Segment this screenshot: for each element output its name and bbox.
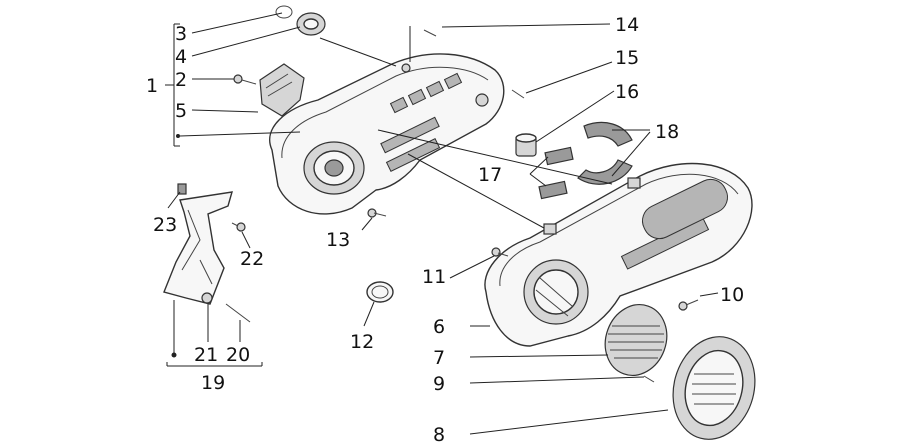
screw-14 [423, 29, 437, 37]
callout-14: 14 [615, 14, 639, 36]
shoes [577, 121, 633, 185]
callout-12: 12 [350, 331, 374, 353]
inner-cover [269, 53, 505, 215]
screw-15 [511, 89, 525, 99]
callout-19: 19 [201, 372, 225, 394]
bushing [515, 133, 537, 157]
callout-10: 10 [720, 284, 744, 306]
bracket [259, 63, 305, 117]
callout-11: 11 [422, 266, 446, 288]
callout-9: 9 [433, 373, 445, 395]
callout-numbers: 1 2 3 4 5 6 7 8 9 10 11 12 13 14 15 16 1… [146, 14, 744, 444]
screw-2 [233, 74, 257, 85]
screw-9 [643, 375, 655, 383]
cap [672, 336, 756, 440]
callout-4: 4 [175, 46, 187, 68]
support-bracket [163, 183, 251, 323]
callout-1: 1 [146, 75, 158, 97]
outer-cover [484, 162, 753, 347]
group-dot-19 [171, 352, 177, 358]
grille [604, 304, 668, 376]
snap-ring [275, 5, 293, 19]
callout-22: 22 [240, 248, 264, 270]
callout-21: 21 [194, 344, 218, 366]
pads [538, 146, 574, 200]
callout-15: 15 [615, 47, 639, 69]
callout-6: 6 [433, 316, 445, 338]
screw-11 [491, 247, 509, 257]
callout-13: 13 [326, 229, 350, 251]
callout-23: 23 [153, 214, 177, 236]
screw-22 [231, 222, 246, 232]
callout-20: 20 [226, 344, 250, 366]
callout-8: 8 [433, 424, 445, 444]
callout-2: 2 [175, 69, 187, 91]
callout-18: 18 [655, 121, 679, 143]
leader-lines [165, 12, 719, 435]
callout-7: 7 [433, 347, 445, 369]
hose-clamp [366, 281, 394, 303]
screw-10 [678, 299, 699, 311]
bearing [296, 12, 326, 36]
group-dot-1 [176, 134, 180, 138]
callout-17: 17 [478, 164, 502, 186]
callout-3: 3 [175, 23, 187, 45]
screw-13 [367, 208, 387, 218]
callout-5: 5 [175, 100, 187, 122]
callout-16: 16 [615, 81, 639, 103]
